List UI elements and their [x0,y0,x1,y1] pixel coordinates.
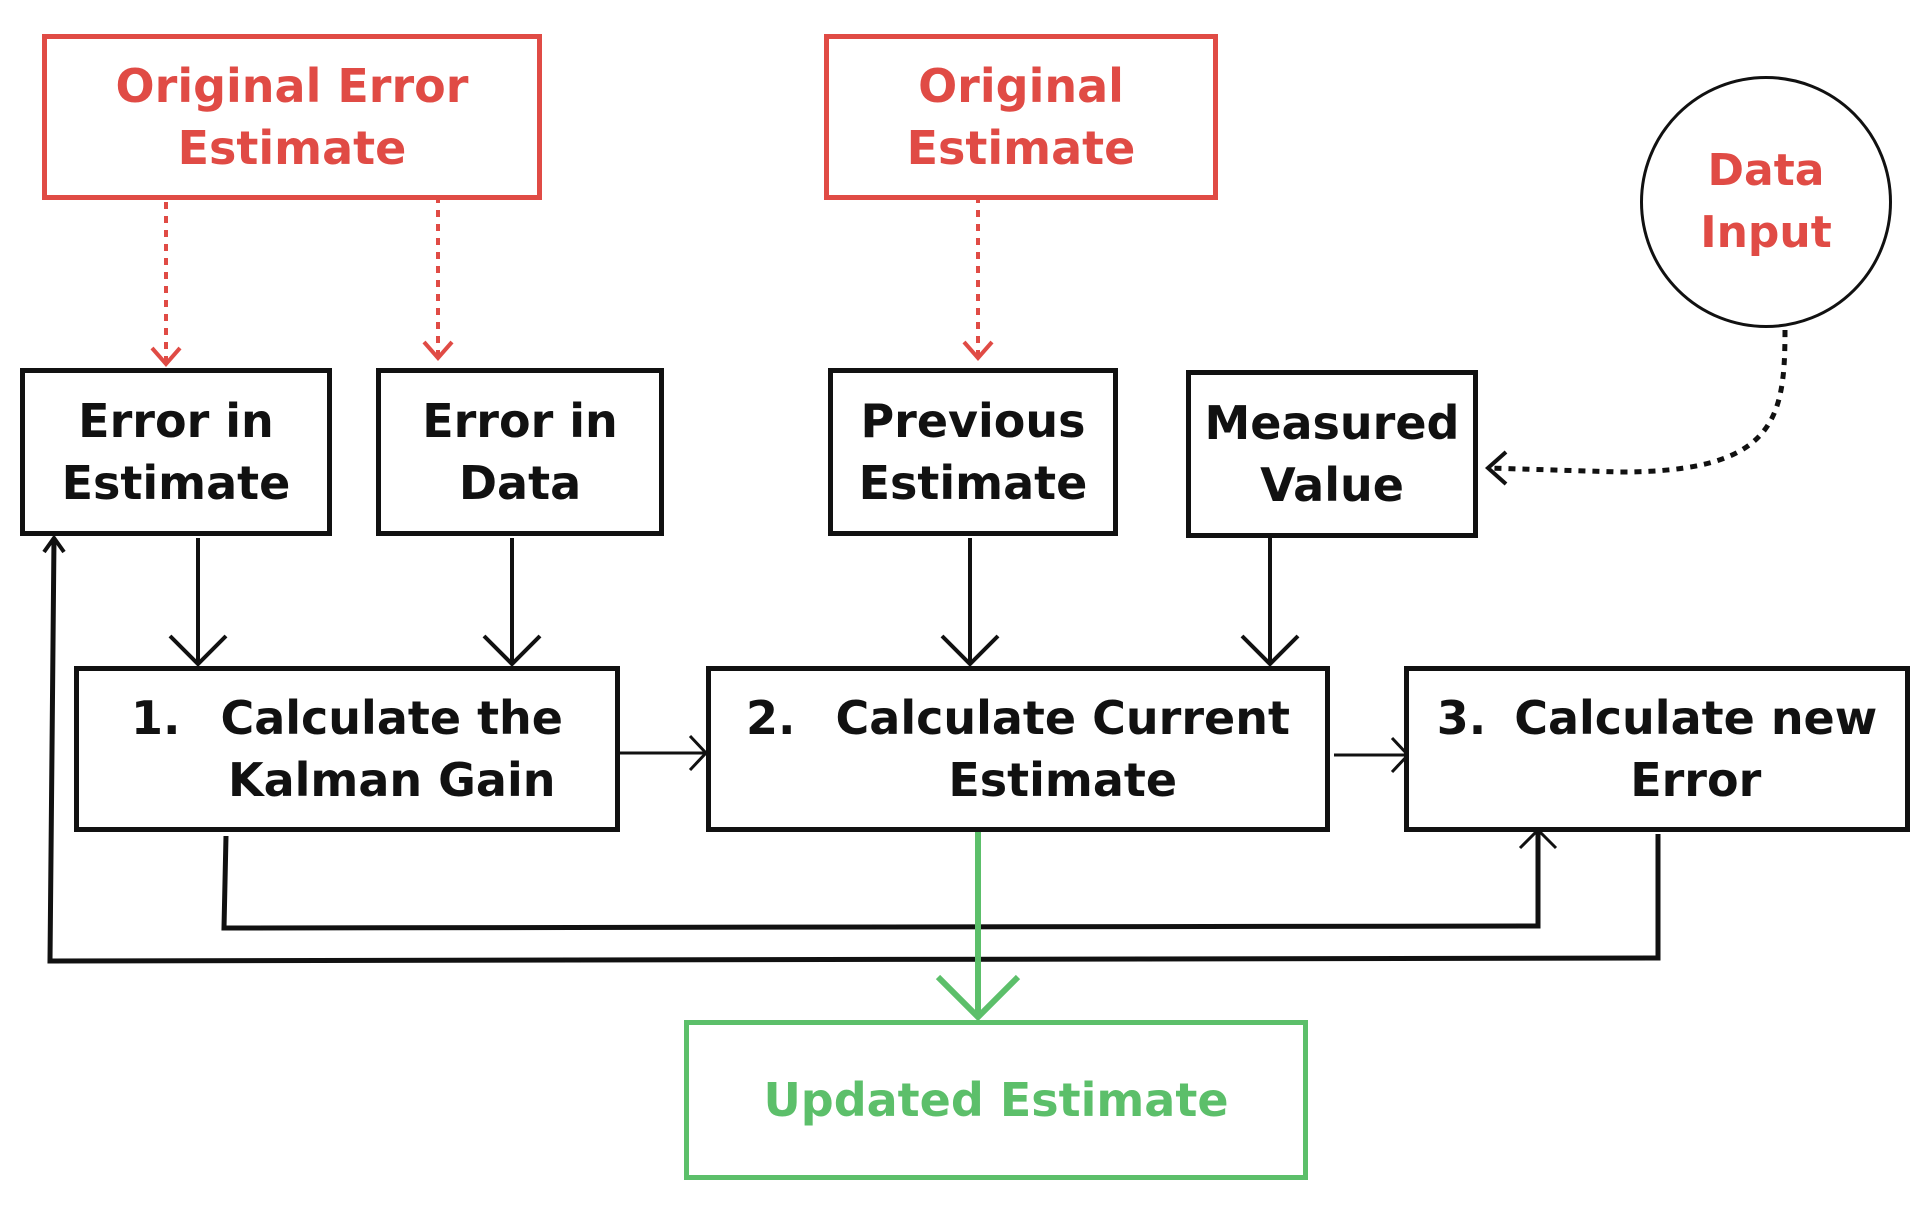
original-estimate-box: Original Estimate [824,34,1218,200]
previous-estimate-line2: Estimate [858,456,1088,510]
original-error-estimate-box: Original Error Estimate [42,34,542,200]
updated-estimate-label: Updated Estimate [763,1072,1229,1127]
step1-line2: Kalman Gain [227,753,556,807]
step2-line1: Calculate Current [835,690,1290,745]
original-estimate-to-previous-estimate-arrow [962,196,994,362]
step3-new-error-box: 3. Calculate new Error [1404,666,1910,832]
measured-value-box: Measured Value [1186,370,1478,538]
step3-line1: Calculate new [1514,690,1878,745]
step3-number: 3. [1436,690,1487,745]
step1-number: 1. [130,690,181,745]
step3-line2: Error [1630,753,1762,807]
measured-value-to-step2-arrow [1240,538,1300,667]
previous-estimate-line1: Previous [860,393,1086,448]
data-input-to-measured-value-arrow [1484,329,1788,486]
error-in-estimate-line1: Error in [78,393,274,448]
previous-estimate-to-step2-arrow [940,538,1000,667]
data-input-line1: Data [1707,145,1825,197]
measured-value-line1: Measured [1204,395,1460,450]
original-estimate-line1: Original [918,58,1124,113]
step1-line1: Calculate the [220,690,563,745]
step2-to-step3-arrow [1334,736,1411,774]
measured-value-line2: Value [1260,458,1404,512]
step2-to-updated-estimate-arrow [935,830,1021,1022]
previous-estimate-box: Previous Estimate [828,368,1118,536]
step1-kalman-gain-box: 1. Calculate the Kalman Gain [74,666,620,832]
step3-content: 3. Calculate new Error [1437,687,1878,811]
error-in-estimate-line2: Estimate [61,456,291,510]
step2-content: 2. Calculate Current Estimate [746,687,1290,811]
error-in-estimate-box: Error in Estimate [20,368,332,536]
step1-content: 1. Calculate the Kalman Gain [131,687,563,811]
error-in-data-line1: Error in [422,393,618,448]
step1-to-step2-arrow [620,734,709,772]
original-error-estimate-line2: Estimate [177,121,407,175]
step1-to-step3-gain-arrow [221,827,1558,931]
data-input-line2: Input [1700,207,1832,258]
error-in-estimate-to-step1-arrow [168,538,228,667]
original-error-to-error-in-estimate-arrow [150,202,182,368]
data-input-circle: Data Input [1640,76,1892,328]
step2-line2: Estimate [948,753,1178,807]
step3-feedback-arrow [42,534,1661,964]
error-in-data-box: Error in Data [376,368,664,536]
updated-estimate-box: Updated Estimate [684,1020,1308,1180]
original-estimate-line2: Estimate [906,121,1136,175]
original-error-to-error-in-data-arrow [422,196,454,362]
step2-number: 2. [746,690,796,745]
error-in-data-to-step1-arrow [482,538,542,667]
original-error-estimate-line1: Original Error [115,58,469,113]
error-in-data-line2: Data [458,456,582,510]
step2-current-estimate-box: 2. Calculate Current Estimate [706,666,1330,832]
